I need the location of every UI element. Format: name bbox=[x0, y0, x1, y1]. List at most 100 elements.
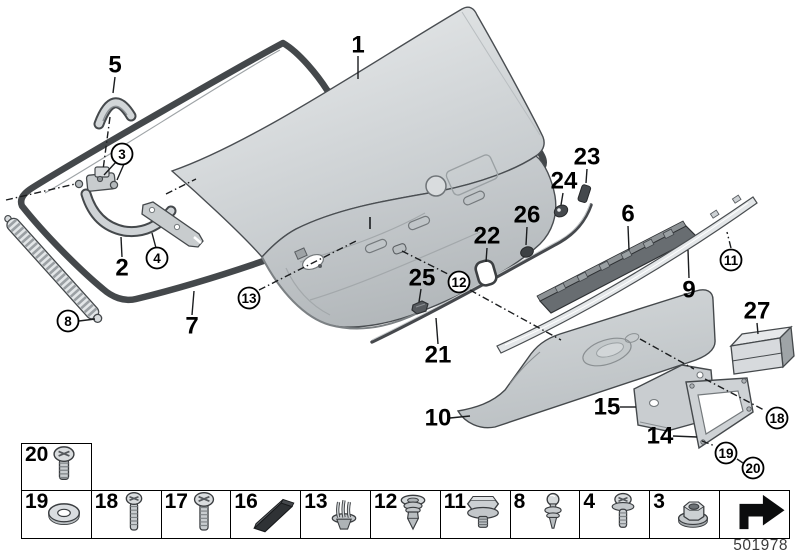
cover-cap bbox=[553, 204, 569, 218]
leader-line bbox=[5, 183, 76, 201]
fastener-cell-label: 20 bbox=[25, 443, 49, 466]
fastener-cell-12[interactable]: 12 bbox=[370, 489, 442, 539]
callout-circled-11[interactable]: 11 bbox=[719, 248, 743, 272]
fastener-cell-17[interactable]: 17 bbox=[160, 489, 232, 539]
callout-pointer-9 bbox=[687, 249, 690, 279]
callout-circled-13[interactable]: 13 bbox=[237, 286, 261, 310]
callout-circled-label-3: 3 bbox=[118, 147, 126, 162]
fastener-cell-label: 3 bbox=[653, 489, 665, 513]
pointer-line bbox=[116, 163, 125, 181]
callout-26[interactable]: 26 bbox=[514, 202, 541, 229]
pointer-line bbox=[78, 318, 96, 322]
fastener-cell-18[interactable]: 18 bbox=[90, 489, 163, 539]
leader-line bbox=[639, 338, 695, 370]
fastener-cell-label: 4 bbox=[583, 489, 596, 513]
callout-circled-label-8: 8 bbox=[64, 314, 72, 329]
callout-circled-3[interactable]: 3 bbox=[110, 142, 134, 166]
callout-24[interactable]: 24 bbox=[551, 168, 578, 195]
grommet bbox=[474, 259, 498, 287]
callout-pointer-7 bbox=[191, 290, 195, 316]
blind-plug bbox=[520, 246, 534, 258]
ball-stud-icon bbox=[544, 492, 562, 529]
fastener-cell-4[interactable]: 4 bbox=[579, 489, 651, 539]
continuation-arrow-icon bbox=[739, 494, 785, 529]
leader-line bbox=[726, 231, 732, 249]
callout-circled-19[interactable]: 19 bbox=[714, 441, 738, 465]
leader-line bbox=[704, 378, 765, 411]
callout-pointer-2 bbox=[120, 236, 123, 258]
callout-14[interactable]: 14 bbox=[647, 423, 674, 450]
callout-25[interactable]: 25 bbox=[409, 265, 436, 292]
callout-pointer-6 bbox=[627, 225, 630, 251]
callout-circled-label-12: 12 bbox=[451, 275, 466, 290]
callout-circled-12[interactable]: 12 bbox=[447, 270, 471, 294]
callout-circled-18[interactable]: 18 bbox=[765, 406, 789, 430]
fastener-cell-13[interactable]: 13 bbox=[300, 489, 372, 539]
callout-27[interactable]: 27 bbox=[744, 298, 771, 325]
leader-line bbox=[102, 116, 111, 171]
fastener-cell-20[interactable]: 20 bbox=[21, 443, 93, 492]
callout-9[interactable]: 9 bbox=[682, 277, 695, 304]
fastener-cell-label: 11 bbox=[443, 489, 466, 513]
callout-circled-4[interactable]: 4 bbox=[145, 246, 169, 270]
callout-7[interactable]: 7 bbox=[185, 313, 198, 340]
callout-pointer-5 bbox=[112, 76, 116, 94]
flange-nut-icon bbox=[677, 501, 708, 528]
fastener-cell-label: 8 bbox=[513, 489, 526, 513]
small-parts bbox=[411, 184, 592, 315]
damper-pad bbox=[577, 184, 592, 203]
callout-circled-label-18: 18 bbox=[769, 411, 785, 426]
fastener-cell-arrow[interactable] bbox=[719, 489, 791, 539]
callout-10[interactable]: 10 bbox=[425, 405, 452, 432]
callout-circled-8[interactable]: 8 bbox=[56, 309, 80, 333]
leader-line bbox=[401, 250, 449, 275]
hinge-cover-cap bbox=[93, 97, 137, 130]
callout-21[interactable]: 21 bbox=[425, 342, 452, 369]
leader-line bbox=[701, 440, 716, 447]
callout-pointer-27 bbox=[756, 322, 759, 335]
pointer-line bbox=[103, 161, 117, 176]
fastener-cell-label: 18 bbox=[94, 489, 119, 513]
chrome-trim-strip bbox=[496, 194, 758, 354]
rubber-pad-icon bbox=[252, 498, 295, 533]
fastener-cell-16[interactable]: 16 bbox=[230, 489, 302, 539]
callout-23[interactable]: 23 bbox=[574, 144, 601, 171]
callout-circled-label-11: 11 bbox=[724, 253, 739, 268]
callout-2[interactable]: 2 bbox=[115, 255, 128, 282]
pointer-line bbox=[151, 232, 157, 249]
callout-pointer-23 bbox=[585, 168, 588, 184]
fastener-cell-3[interactable]: 3 bbox=[649, 489, 721, 539]
callout-pointer-14 bbox=[672, 435, 698, 438]
oval-head-screw-icon bbox=[193, 491, 215, 531]
finisher-strip bbox=[536, 220, 699, 314]
leader-line bbox=[165, 178, 197, 195]
hinge-support-bracket bbox=[141, 201, 204, 248]
callout-22[interactable]: 22 bbox=[474, 223, 501, 250]
pointer-lines bbox=[78, 56, 759, 438]
fastener-cell-11[interactable]: 11 bbox=[439, 489, 512, 539]
callout-circled-20[interactable]: 20 bbox=[741, 456, 765, 480]
fastener-cell-19[interactable]: 19 bbox=[21, 489, 93, 539]
emblem-grommet-hole bbox=[425, 175, 447, 197]
fastener-cell-8[interactable]: 8 bbox=[509, 489, 581, 539]
callout-circled-label-19: 19 bbox=[718, 446, 733, 461]
callout-pointer-25 bbox=[418, 288, 422, 303]
hinge-assembly bbox=[74, 97, 204, 248]
leader-lines bbox=[5, 116, 765, 464]
callout-1[interactable]: 1 bbox=[351, 32, 364, 59]
callout-pointer-24 bbox=[560, 192, 564, 206]
adhesive-strip bbox=[370, 203, 593, 344]
fastener-cell-label: 13 bbox=[304, 489, 328, 513]
callout-pointer-22 bbox=[485, 247, 488, 263]
callout-circled-label-13: 13 bbox=[241, 291, 257, 306]
callout-6[interactable]: 6 bbox=[621, 201, 634, 228]
hardware-kit-box bbox=[729, 325, 795, 375]
leader-line bbox=[469, 289, 562, 341]
callout-15[interactable]: 15 bbox=[594, 394, 621, 421]
torsion-spring bbox=[4, 214, 103, 324]
screw-with-washer-icon bbox=[611, 492, 635, 528]
callout-5[interactable]: 5 bbox=[108, 52, 121, 79]
fastener-cell-label: 16 bbox=[234, 489, 258, 513]
